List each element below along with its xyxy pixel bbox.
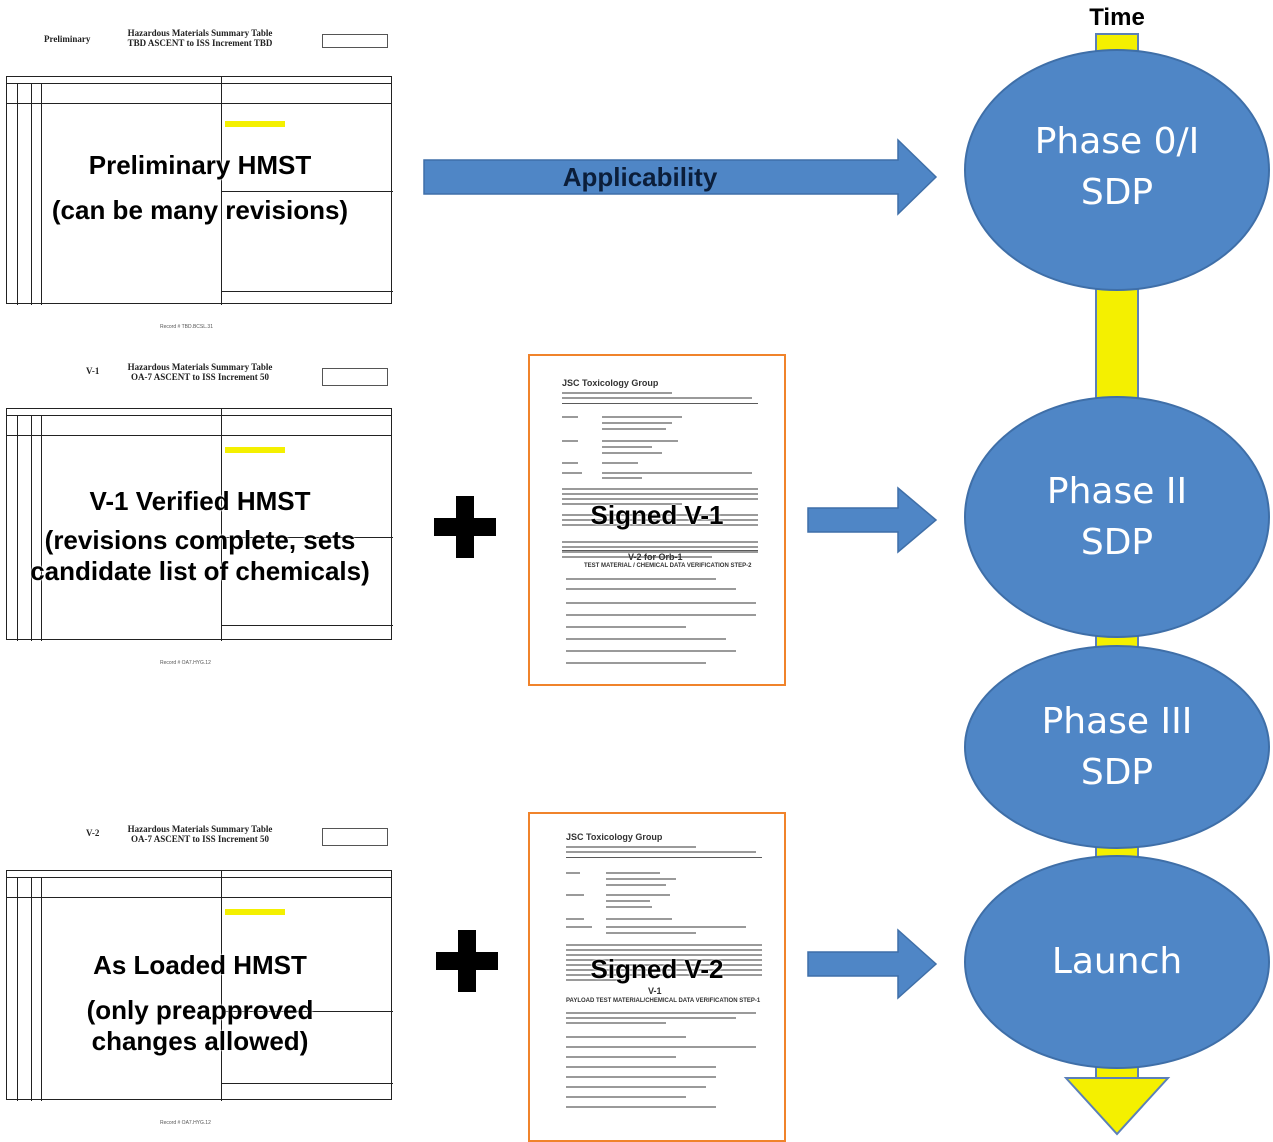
phase-oval-0 <box>964 49 1270 291</box>
memo-heading: V-2 for Orb-1 <box>628 552 683 562</box>
label-line: (revisions complete, sets <box>44 525 356 556</box>
label-line: candidate list of chemicals) <box>30 556 370 587</box>
memo-heading: V-1 <box>648 986 662 996</box>
timeline-arrowhead <box>1063 1077 1171 1136</box>
applicability-arrow <box>423 138 938 216</box>
hmst-form-preliminary: Preliminary Hazardous Materials Summary … <box>0 0 400 340</box>
phase-sub: SDP <box>1080 522 1154 564</box>
form-title: Hazardous Materials Summary Table <box>127 28 273 38</box>
record-number: Record # OA7.HYG.12 <box>160 1120 211 1126</box>
form-table <box>6 76 393 305</box>
phase-name: Phase II <box>1046 471 1188 512</box>
row-label-preliminary: Preliminary HMST (can be many revisions) <box>0 150 400 226</box>
phase-label: Phase III SDP <box>980 696 1254 798</box>
memo-org: JSC Toxicology Group <box>566 832 663 842</box>
label-line: changes allowed) <box>91 1026 309 1057</box>
record-number: Record # OA7.HYG.12 <box>160 660 211 666</box>
verification-box <box>322 828 388 846</box>
phase-label: Launch <box>980 936 1254 987</box>
label-line: (can be many revisions) <box>51 195 349 226</box>
form-table <box>6 870 393 1101</box>
memo-org: JSC Toxicology Group <box>562 378 659 388</box>
phase-label: Phase 0/I SDP <box>980 116 1254 218</box>
phase-oval-1 <box>964 396 1270 638</box>
phase-name: Launch <box>1051 941 1183 982</box>
form-subtitle: OA-7 ASCENT to ISS Increment 50 <box>131 834 269 844</box>
label-line: Preliminary HMST <box>88 150 312 180</box>
form-title: Hazardous Materials Summary Table <box>127 824 273 834</box>
memo-subheading: TEST MATERIAL / CHEMICAL DATA VERIFICATI… <box>584 563 752 569</box>
form-subtitle: OA-7 ASCENT to ISS Increment 50 <box>131 372 269 382</box>
record-number: Record # TBD.BCSL.31 <box>160 324 213 330</box>
form-subtitle: TBD ASCENT to ISS Increment TBD <box>127 38 273 48</box>
phase-oval-2 <box>964 645 1270 849</box>
phase-name: Phase 0/I <box>1034 121 1200 162</box>
signed-memo-v1: JSC Toxicology Group V-2 for Orb-1 TEST … <box>528 354 786 686</box>
form-prefix: Preliminary <box>44 34 91 44</box>
form-prefix: V-1 <box>86 366 100 376</box>
memo-subheading: PAYLOAD TEST MATERIAL/CHEMICAL DATA VERI… <box>566 998 761 1004</box>
label-line: (only preapproved <box>86 995 314 1026</box>
form-prefix: V-2 <box>86 828 100 838</box>
row3-arrow <box>807 928 938 1000</box>
signed-memo-v2: JSC Toxicology Group V-1 PAYLOAD TEST MA… <box>528 812 786 1142</box>
hmst-form-v1: V-1 Hazardous Materials Summary Table OA… <box>0 360 400 680</box>
row-label-as-loaded: As Loaded HMST (only preapproved changes… <box>0 950 400 1058</box>
phase-sub: SDP <box>1080 172 1154 214</box>
form-title: Hazardous Materials Summary Table <box>127 362 273 372</box>
row-label-v1: V-1 Verified HMST (revisions complete, s… <box>0 486 400 588</box>
label-line: As Loaded HMST <box>93 950 307 980</box>
plus-icon <box>436 930 498 992</box>
hmst-form-as-loaded: V-2 Hazardous Materials Summary Table OA… <box>0 820 400 1140</box>
memo-overlay-label: Signed V-1 <box>590 500 724 530</box>
phase-oval-3 <box>964 855 1270 1069</box>
applicability-label: Applicability <box>562 162 718 192</box>
label-line: V-1 Verified HMST <box>89 486 311 516</box>
phase-sub: SDP <box>1080 752 1154 794</box>
phase-label: Phase II SDP <box>980 466 1254 568</box>
plus-icon <box>434 496 496 558</box>
row2-arrow <box>807 486 938 554</box>
verification-box <box>322 368 388 386</box>
verification-box <box>322 34 388 48</box>
phase-name: Phase III <box>1041 701 1193 742</box>
timeline-title: Time <box>1089 4 1145 31</box>
memo-overlay-label: Signed V-2 <box>590 954 724 984</box>
form-table <box>6 408 393 641</box>
